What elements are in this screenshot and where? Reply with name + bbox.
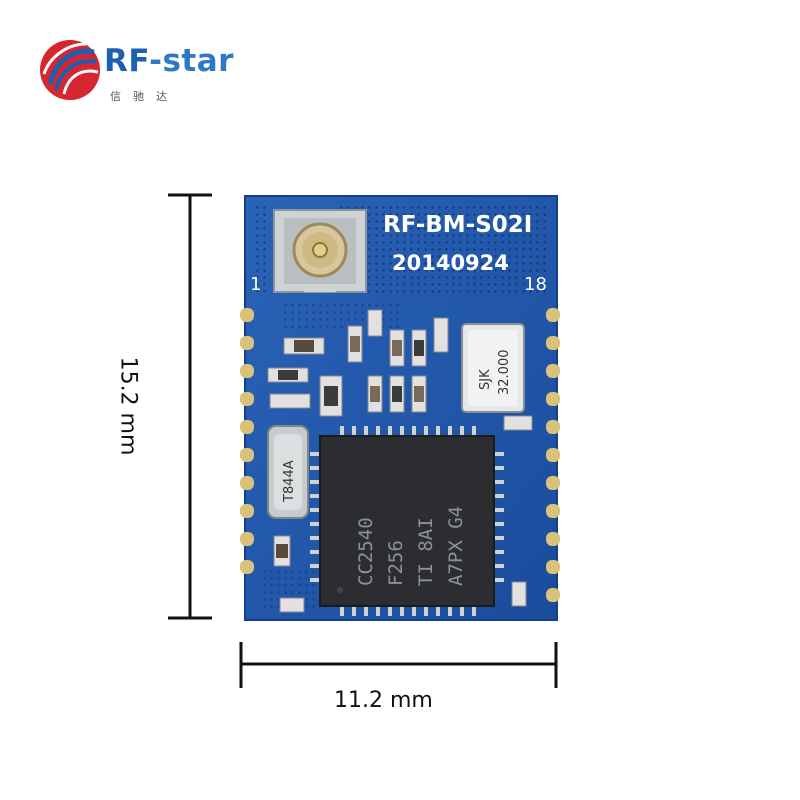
castellated-pads-right [546,308,560,602]
via-field-top [336,202,548,296]
chip-line-4: A7PX G4 [445,506,467,586]
height-dimension [168,193,212,620]
chip-line-2: F256 [385,540,407,586]
ble-module-board: RF-BM-S02I 20140924 1 18 SJK 32.000 T844… [240,195,560,621]
via-field-left [252,202,266,292]
crystal-32khz-mark: T844A [282,460,297,503]
crystal-32mhz: SJK 32.000 [461,323,525,413]
module-model-label: RF-BM-S02I [383,212,532,238]
pcb-edge [244,195,558,621]
rf-star-logo: RF-star 信驰达 [38,38,258,108]
pin-label-first: 1 [250,274,261,295]
cc2540-chip: CC2540 F256 TI 8AI A7PX G4 [310,426,504,616]
rf-star-logo-icon [40,40,100,100]
smd-passives [267,309,533,613]
logo-brand-prefix: RF [104,43,150,79]
height-dimension-label: 15.2 mm [115,356,141,456]
module-date-code: 20140924 [392,251,509,275]
logo-wordmark: RF-star [104,46,234,77]
width-dimension [239,642,558,688]
crystal-label-freq: 32.000 [497,350,512,396]
chip-line-1: CC2540 [355,517,377,586]
logo-brand-suffix: -star [149,43,234,79]
width-dimension-label: 11.2 mm [334,688,433,713]
castellated-pads-left [240,308,254,574]
crystal-label-maker: SJK [478,369,493,390]
ufl-antenna-connector-icon [273,209,367,293]
crystal-32khz: T844A [267,425,309,519]
logo-chinese-name: 信驰达 [110,90,179,103]
pin-label-last: 18 [524,274,547,295]
chip-line-3: TI 8AI [415,517,437,586]
